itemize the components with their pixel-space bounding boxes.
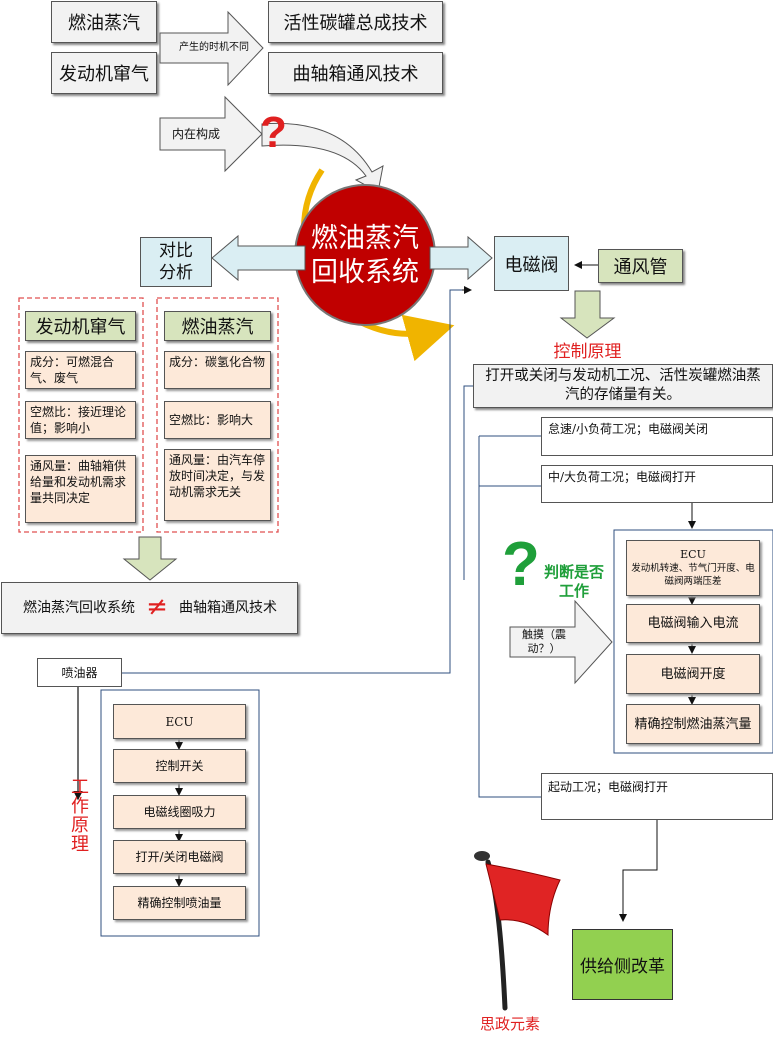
- ecu-frame: [613, 529, 773, 754]
- input-current-box: 电磁阀输入电流: [626, 604, 760, 643]
- control-main-box: 打开或关闭与发动机工况、活性炭罐燃油蒸汽的存储量有关。: [473, 364, 773, 408]
- injector-step-ecu: ECU: [113, 704, 246, 739]
- vent-pipe-box: 通风管: [598, 249, 683, 283]
- timing-block-arrow: [159, 10, 264, 87]
- judge-label: 判断是否工作: [543, 563, 604, 600]
- start-condition-box: 起动工况；电磁阀打开: [541, 773, 773, 820]
- touch-block-arrow: [509, 599, 613, 685]
- injector-step-quantity: 精确控制喷油量: [113, 886, 246, 920]
- injector-step-coil: 电磁线圈吸力: [113, 795, 246, 829]
- compare-analysis-box: 对比分析: [140, 237, 212, 287]
- ecu-detail-text: 发动机转速、节气门开度、电磁阀两端压差: [631, 563, 755, 587]
- compare-right-item-1: 成分：碳氢化合物: [164, 351, 271, 389]
- compare-frame-left: [18, 297, 144, 533]
- solenoid-valve-box: 电磁阀: [494, 236, 569, 291]
- fuel-vapor-box: 燃油蒸汽: [51, 1, 157, 43]
- down-block-arrow-compare: [122, 536, 178, 581]
- compare-left-item-2: 空燃比：接近理论值；影响小: [25, 401, 136, 439]
- touch-label: 触摸（震动？）: [522, 628, 566, 655]
- blowby-box: 发动机窜气: [51, 52, 157, 94]
- pcv-tech-box: 曲轴箱通风技术: [268, 52, 443, 94]
- circle-title: 燃油蒸汽 回收系统: [300, 218, 430, 294]
- question-icon: ?: [260, 108, 287, 157]
- injector-box: 喷油器: [37, 658, 122, 687]
- conclusion-bar: [1, 582, 298, 634]
- inner-arrow-label: 内在构成: [171, 127, 220, 141]
- not-equal-icon: ≠: [146, 592, 168, 622]
- ecu-detail-box: ECU 发动机转速、节气门开度、电磁阀两端压差: [626, 540, 760, 596]
- control-principle-title: 控制原理: [553, 341, 622, 362]
- compare-frame-right: [156, 297, 279, 533]
- precise-vapor-box: 精确控制燃油蒸汽量: [626, 704, 760, 744]
- working-principle-label: 工作原理: [68, 777, 89, 853]
- timing-arrow-label: 产生的时机不同: [179, 42, 249, 53]
- circle-title-line1: 燃油蒸汽: [311, 223, 419, 254]
- circle-title-line2: 回收系统: [311, 257, 419, 288]
- left-block-arrow: [211, 234, 306, 282]
- compare-right-title: 燃油蒸汽: [164, 311, 271, 341]
- compare-left-item-3: 通风量：曲轴箱供给量和发动机需求量共同决定: [25, 455, 136, 523]
- injector-step-switch: 控制开关: [113, 749, 246, 783]
- compare-left-title: 发动机窜气: [25, 311, 136, 341]
- right-block-arrow: [429, 235, 493, 281]
- ideology-label: 思政元素: [479, 1014, 540, 1033]
- compare-left-item-1: 成分：可燃混合气、废气: [25, 351, 136, 389]
- down-block-arrow-valve: [559, 290, 616, 339]
- injector-step-valve: 打开/关闭电磁阀: [113, 840, 246, 874]
- red-flag-icon: [474, 851, 561, 1011]
- valve-opening-box: 电磁阀开度: [626, 654, 760, 694]
- ecu-detail-title: ECU: [680, 548, 706, 561]
- inner-block-arrow: [159, 95, 263, 173]
- injector-frame: [100, 689, 260, 937]
- idle-condition-box: 怠速/小负荷工况；电磁阀关闭: [541, 417, 773, 456]
- question-green-icon: ?: [502, 530, 540, 599]
- compare-right-item-3: 通风量：由汽车停放时间决定，与发动机需求无关: [164, 449, 271, 521]
- canister-tech-box: 活性碳罐总成技术: [268, 1, 443, 43]
- conclusion-right-text: 曲轴箱通风技术: [179, 599, 277, 616]
- mid-load-condition-box: 中/大负荷工况；电磁阀打开: [541, 465, 773, 503]
- conclusion-ellipse-text: 燃油蒸汽回收系统: [23, 599, 135, 616]
- supply-reform-box: 供给侧改革: [572, 929, 673, 1000]
- compare-right-item-2: 空燃比：影响大: [164, 401, 271, 439]
